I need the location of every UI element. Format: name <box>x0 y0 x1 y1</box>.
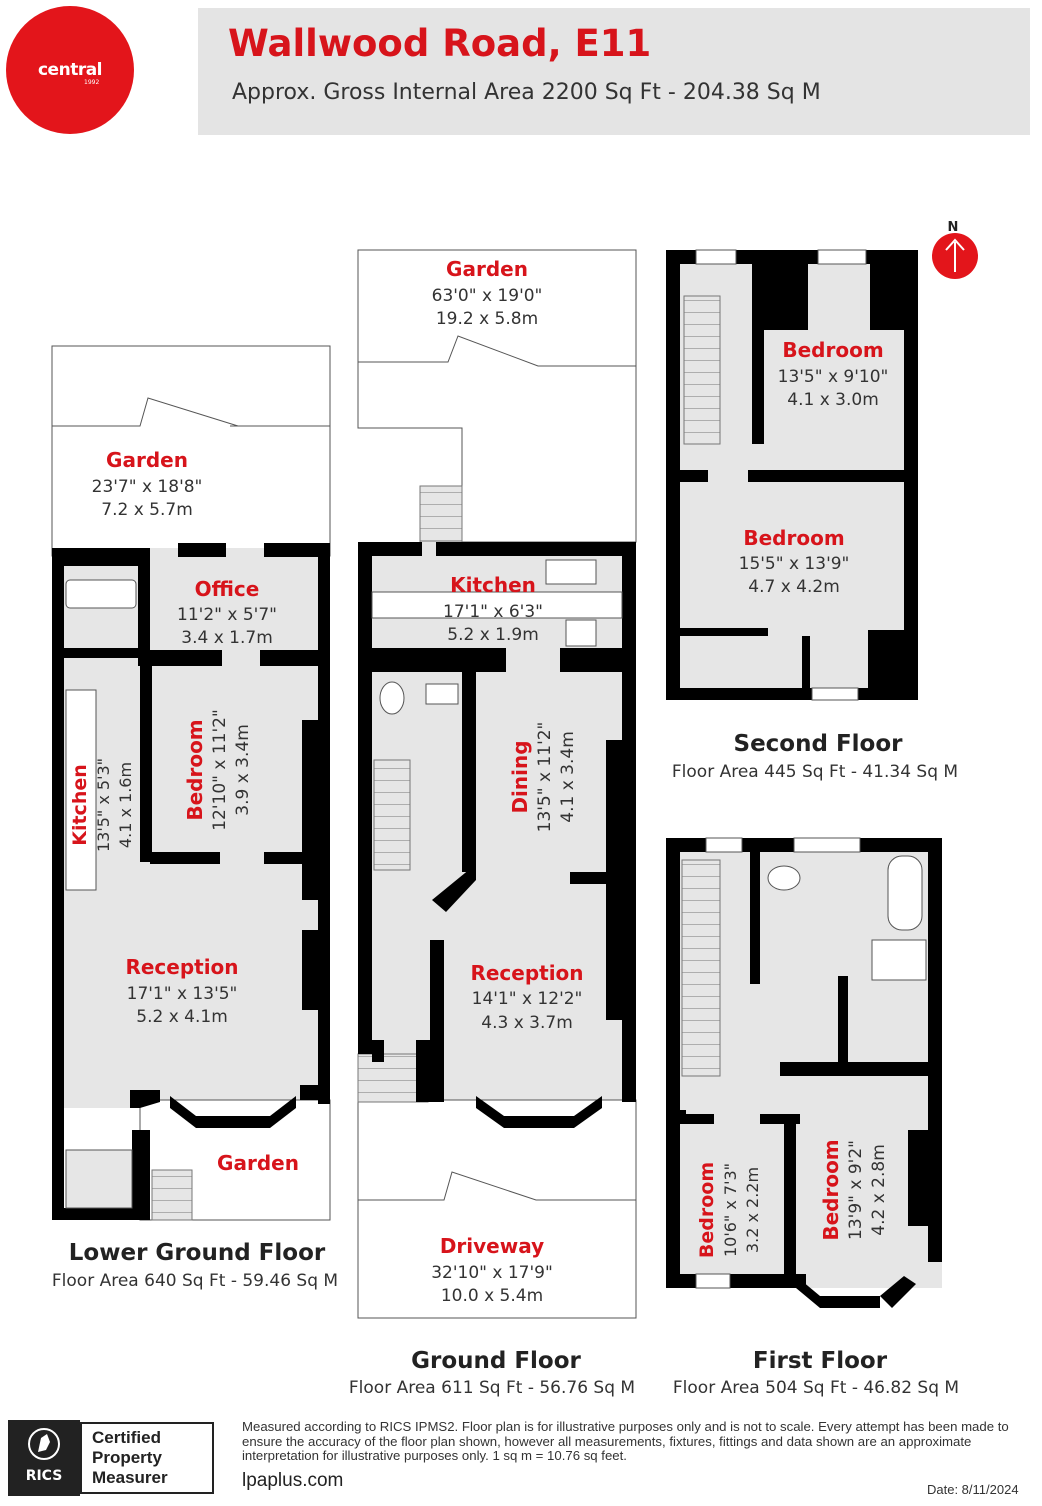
lg-front-steps <box>151 1169 193 1221</box>
lion-crest-icon <box>28 1428 60 1460</box>
gf-stairs <box>373 759 411 871</box>
ff-bedroom-small-name: Bedroom <box>696 1162 718 1258</box>
lg-reception-dim-metric: 5.2 x 4.1m <box>136 1007 228 1027</box>
gf-kitchen-name: Kitchen <box>450 573 536 597</box>
gf-dining-dim-metric: 4.1 x 3.4m <box>558 731 578 823</box>
website-link[interactable]: lpaplus.com <box>242 1470 344 1491</box>
gf-garden-break-line <box>358 335 636 367</box>
sf-bedroom-b-name: Bedroom <box>743 526 844 550</box>
lg-garden-name: Garden <box>106 448 188 472</box>
lg-kitchen-name: Kitchen <box>69 764 91 846</box>
certified-measurer-badge: Certified Property Measurer <box>80 1422 214 1494</box>
gf-room-labels: Garden 63'0" x 19'0" 19.2 x 5.8m Kitchen… <box>431 257 583 1306</box>
lg-reception-dim-imperial: 17'1" x 13'5" <box>127 984 238 1004</box>
lg-room-labels: Garden 23'7" x 18'8" 7.2 x 5.7m Office 1… <box>69 448 299 1175</box>
rics-label: RICS <box>25 1468 63 1484</box>
gf-driveway-name: Driveway <box>440 1234 544 1258</box>
ff-bedroom-small-dim-imperial: 10'6" x 7'3" <box>721 1163 740 1257</box>
cert-line-1: Certified <box>92 1428 161 1447</box>
gf-driveway-break-line <box>358 1171 636 1201</box>
ff-bedroom-large-dim-imperial: 13'9" x 9'2" <box>846 1140 866 1240</box>
second-floor-plan <box>666 249 918 701</box>
rics-logo: RICS <box>8 1420 80 1496</box>
page-title: Wallwood Road, E11 <box>228 22 652 65</box>
gf-garden-steps <box>419 485 463 543</box>
lg-garden-area <box>51 345 331 557</box>
ff-bedroom-small-dim-metric: 3.2 x 2.2m <box>743 1167 762 1253</box>
plan-date: Date: 8/11/2024 <box>927 1482 1019 1497</box>
lg-office-dim-imperial: 11'2" x 5'7" <box>177 605 277 625</box>
sf-bedroom-b-dim-imperial: 15'5" x 13'9" <box>739 554 850 574</box>
second-floor-title: Second Floor <box>733 731 903 757</box>
header-band <box>198 8 1030 135</box>
second-floor-area: Floor Area 445 Sq Ft - 41.34 Sq M <box>671 762 959 782</box>
gf-garden-dim-imperial: 63'0" x 19'0" <box>432 286 543 306</box>
sf-bedroom-a-dim-imperial: 13'5" x 9'10" <box>778 367 889 387</box>
lg-garden-break-line <box>52 397 330 427</box>
lg-office-name: Office <box>195 577 260 601</box>
first-floor-area: Floor Area 504 Sq Ft - 46.82 Sq M <box>672 1378 960 1398</box>
gf-kitchen-dim-imperial: 17'1" x 6'3" <box>443 602 543 622</box>
ff-room-labels: Bedroom 10'6" x 7'3" 3.2 x 2.2m Bedroom … <box>696 1139 889 1258</box>
north-compass-icon: N <box>932 220 978 279</box>
sf-bedroom-a-dim-metric: 4.1 x 3.0m <box>787 390 879 410</box>
lg-reception-name: Reception <box>125 955 238 979</box>
cert-line-2: Property <box>92 1448 162 1467</box>
lg-bedroom-dim-metric: 3.9 x 3.4m <box>233 724 253 816</box>
lg-kitchen-dim-imperial: 13'5" x 5'3" <box>94 758 113 852</box>
lg-kitchen-dim-metric: 4.1 x 1.6m <box>116 762 135 848</box>
lg-office-dim-metric: 3.4 x 1.7m <box>181 628 273 648</box>
lower-ground-floor-plan <box>51 345 331 1221</box>
first-floor-plan <box>666 837 942 1308</box>
ground-floor-area: Floor Area 611 Sq Ft - 56.76 Sq M <box>348 1378 636 1398</box>
lower-ground-floor-area: Floor Area 640 Sq Ft - 59.46 Sq M <box>51 1271 339 1291</box>
lg-bedroom-dim-imperial: 12'10" x 11'2" <box>210 709 230 831</box>
ff-stairs <box>681 859 721 1077</box>
ff-bedroom-large-name: Bedroom <box>819 1139 843 1240</box>
gf-dining-dim-imperial: 13'5" x 11'2" <box>535 722 555 833</box>
ff-bedroom-large-dim-metric: 4.2 x 2.8m <box>869 1144 889 1236</box>
sf-bedroom-a-name: Bedroom <box>782 338 883 362</box>
gf-reception-dim-imperial: 14'1" x 12'2" <box>472 989 583 1009</box>
gf-driveway-area <box>357 1099 637 1319</box>
lg-bedroom-name: Bedroom <box>183 719 207 820</box>
gf-reception-dim-metric: 4.3 x 3.7m <box>481 1013 573 1033</box>
gf-driveway-dim-metric: 10.0 x 5.4m <box>441 1286 543 1306</box>
gf-garden-dim-metric: 19.2 x 5.8m <box>436 309 538 329</box>
lower-ground-floor-title: Lower Ground Floor <box>68 1240 326 1266</box>
gf-kitchen-dim-metric: 5.2 x 1.9m <box>447 625 539 645</box>
gf-reception-name: Reception <box>470 961 583 985</box>
ground-floor-plan <box>357 249 637 1319</box>
ground-floor-title: Ground Floor <box>411 1348 581 1374</box>
sf-bedroom-b-dim-metric: 4.7 x 4.2m <box>748 577 840 597</box>
lg-front-garden-name: Garden <box>217 1151 299 1175</box>
disclaimer-text: Measured according to RICS IPMS2. Floor … <box>242 1419 1009 1463</box>
brand-logo-year: 1992 <box>84 79 100 86</box>
gf-dining-name: Dining <box>508 740 532 813</box>
first-floor-title: First Floor <box>752 1348 888 1374</box>
sf-room-labels: Bedroom 13'5" x 9'10" 4.1 x 3.0m Bedroom… <box>739 338 889 597</box>
gf-driveway-dim-imperial: 32'10" x 17'9" <box>431 1263 553 1283</box>
compass-label: N <box>948 220 959 235</box>
lg-interior <box>52 548 330 1108</box>
lg-garden-dim-metric: 7.2 x 5.7m <box>101 500 193 520</box>
brand-logo-text: central <box>37 60 103 80</box>
gf-garden-name: Garden <box>446 257 528 281</box>
sf-stairs <box>683 295 721 445</box>
lg-garden-dim-imperial: 23'7" x 18'8" <box>92 477 203 497</box>
cert-line-3: Measurer <box>92 1468 168 1487</box>
gross-area-subtitle: Approx. Gross Internal Area 2200 Sq Ft -… <box>232 80 821 105</box>
brand-logo: central 1992 <box>6 6 134 134</box>
